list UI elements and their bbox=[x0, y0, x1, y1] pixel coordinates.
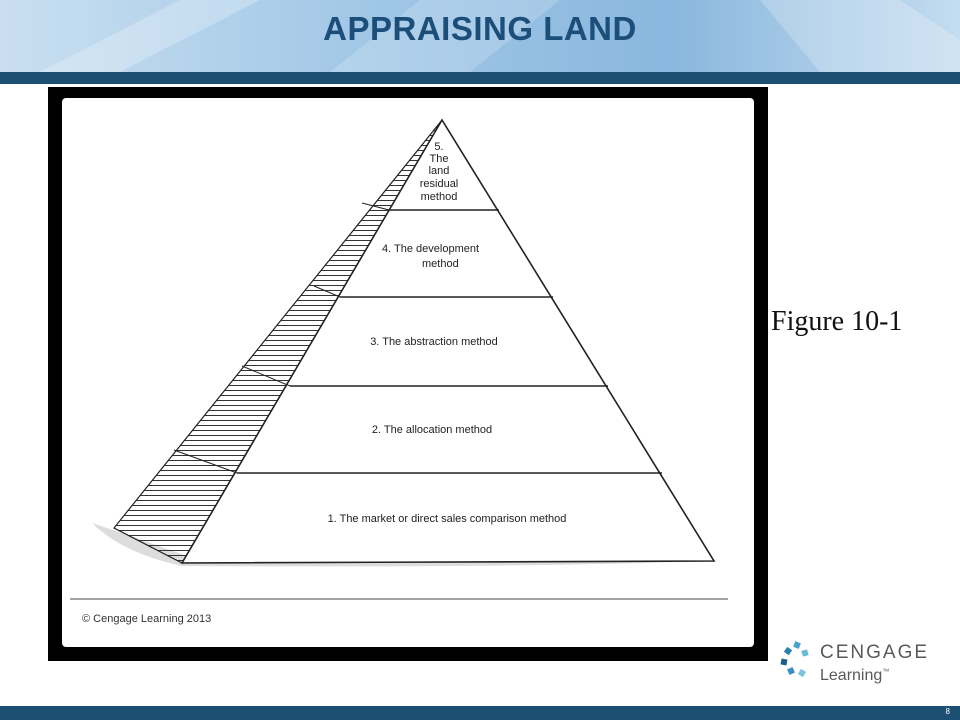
pyramid-diagram: 5. The land residual method 4. The devel… bbox=[70, 118, 728, 625]
pyramid-figure: 5. The land residual method 4. The devel… bbox=[62, 98, 754, 647]
side-divider bbox=[173, 449, 238, 474]
footer-bar bbox=[0, 706, 960, 720]
tier-4-label: 4. The development method bbox=[382, 243, 479, 270]
cengage-logo: CENGAGE Learning™ bbox=[778, 636, 927, 692]
side-divider bbox=[361, 202, 390, 211]
header-sheen bbox=[40, 0, 960, 72]
copyright-text: © Cengage Learning 2013 bbox=[82, 613, 211, 625]
svg-text:method: method bbox=[421, 191, 458, 203]
header-divider bbox=[0, 72, 960, 84]
tier-2-label: 2. The allocation method bbox=[372, 424, 492, 436]
svg-text:4. The development: 4. The development bbox=[382, 243, 479, 255]
svg-text:The: The bbox=[430, 153, 449, 165]
side-divider bbox=[241, 365, 291, 387]
svg-text:residual: residual bbox=[420, 178, 459, 190]
figure-caption: Figure 10-1 bbox=[771, 306, 903, 337]
svg-text:method: method bbox=[422, 258, 459, 270]
svg-text:land: land bbox=[429, 165, 450, 177]
page-title: APPRAISING LAND bbox=[323, 10, 637, 47]
cengage-logo-icon bbox=[780, 641, 809, 678]
page-number: 8 bbox=[945, 707, 950, 716]
svg-text:5.: 5. bbox=[434, 141, 443, 153]
side-divider bbox=[313, 285, 341, 298]
tier-1-label: 1. The market or direct sales comparison… bbox=[328, 513, 567, 525]
ground-shadow bbox=[92, 523, 722, 567]
logo-sub-text: Learning™ bbox=[820, 667, 890, 684]
tier-5-label: 5. The land residual method bbox=[420, 141, 459, 203]
logo-brand-text: CENGAGE bbox=[820, 642, 930, 663]
pyramid-front-face bbox=[180, 118, 716, 564]
tier-3-label: 3. The abstraction method bbox=[370, 336, 498, 348]
header-banner: APPRAISING LAND bbox=[0, 0, 960, 72]
